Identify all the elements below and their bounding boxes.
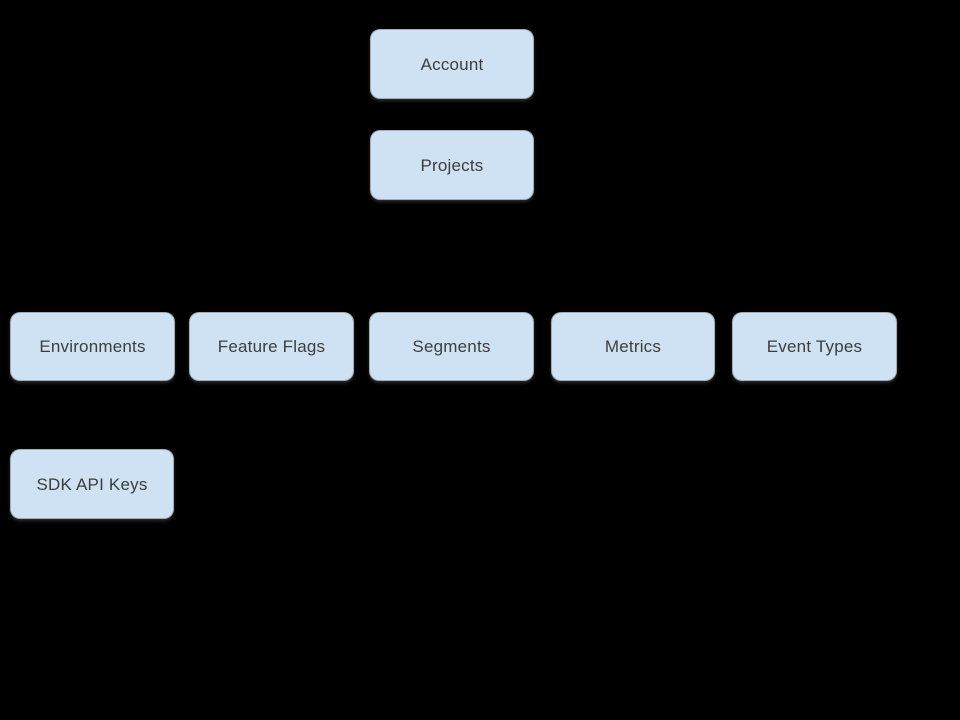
- node-metrics: Metrics: [551, 312, 715, 381]
- node-environments-label: Environments: [39, 337, 146, 356]
- node-metrics-label: Metrics: [604, 337, 662, 356]
- node-event-types: Event Types: [732, 312, 897, 381]
- node-sdk-api-keys-label: SDK API Keys: [36, 474, 148, 494]
- node-projects: Projects: [370, 130, 534, 200]
- node-projects-label: Projects: [420, 155, 484, 175]
- node-account: Account: [370, 29, 534, 99]
- node-environments: Environments: [10, 312, 175, 381]
- node-segments: Segments: [369, 312, 534, 381]
- node-segments-label: Segments: [412, 337, 491, 356]
- node-sdk-api-keys: SDK API Keys: [10, 449, 174, 519]
- node-event-types-label: Event Types: [766, 337, 863, 356]
- node-account-label: Account: [420, 54, 484, 74]
- node-feature-flags: Feature Flags: [189, 312, 354, 381]
- node-feature-flags-label: Feature Flags: [217, 337, 326, 356]
